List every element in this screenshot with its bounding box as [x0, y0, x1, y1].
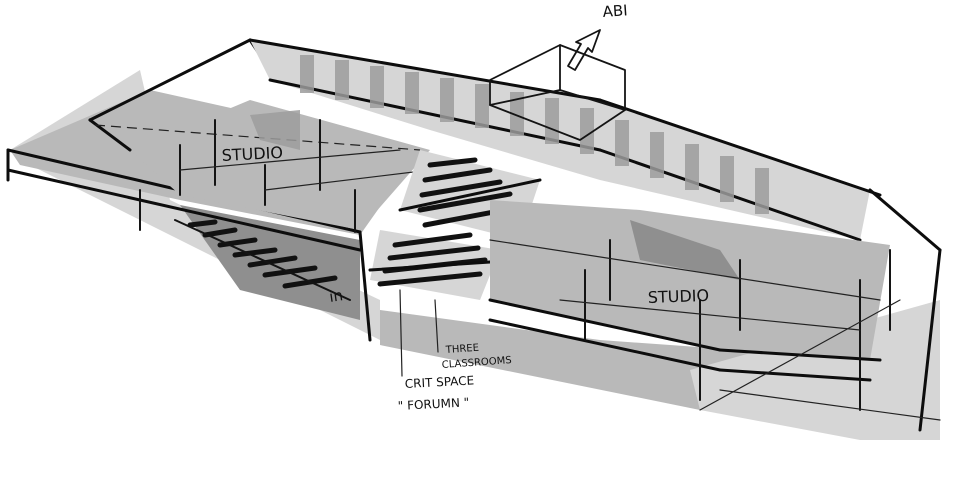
crit-space-label-line1: CRIT SPACE [404, 373, 474, 391]
abi-label: ABI [602, 1, 628, 21]
crit-space-label-line2: " FORUMN " [397, 395, 469, 413]
studio-left-floor [88, 38, 431, 233]
corridor-fins [300, 55, 769, 214]
classrooms-label-line2: CLASSROOMS [441, 355, 512, 371]
classrooms-label-line1: THREE [444, 343, 479, 356]
abi-arrow-icon [567, 29, 601, 71]
crit-space-annotation: CRIT SPACE " FORUMN " [397, 289, 475, 413]
abi-connector-box [489, 44, 626, 141]
classrooms-annotation: THREE CLASSROOMS [434, 299, 512, 371]
studio-left-label: STUDIO [221, 143, 283, 165]
studio-right-floor [488, 188, 942, 432]
entry-label: in [328, 286, 344, 306]
entry-ramp [174, 219, 351, 301]
upper-corridor [248, 38, 882, 242]
studio-right-label: STUDIO [647, 286, 709, 307]
